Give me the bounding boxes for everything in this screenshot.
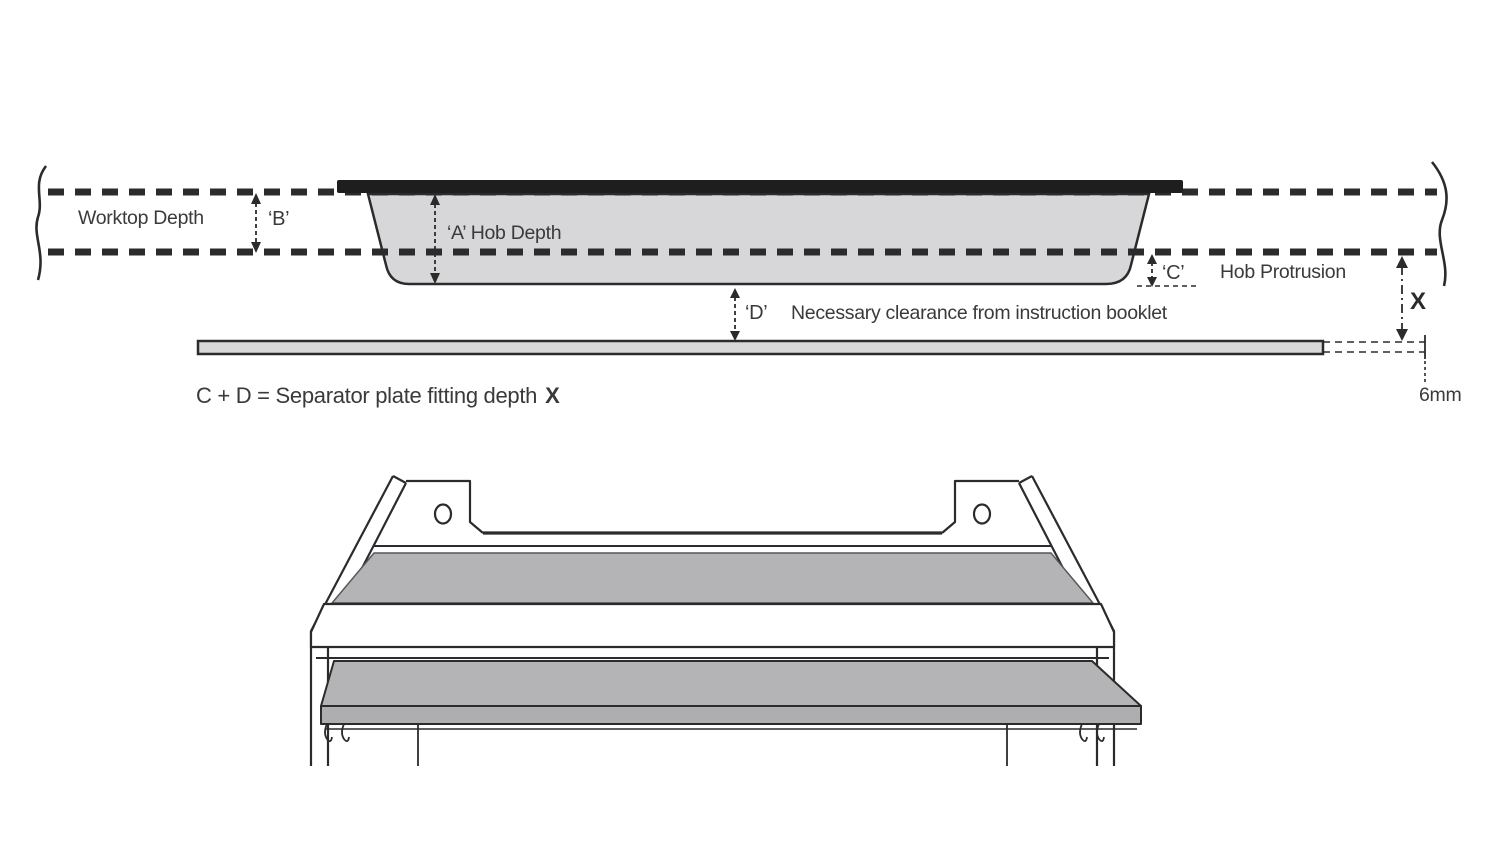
left-break-mark <box>35 165 48 281</box>
separator-plate-section <box>196 339 1325 356</box>
clearance-label: Necessary clearance from instruction boo… <box>791 302 1168 324</box>
shelf-peg-left-inner <box>341 723 350 742</box>
dimension-a-arrow <box>430 194 440 284</box>
dimension-x-arrow <box>1396 256 1408 341</box>
dim-x-label: X <box>1410 288 1426 315</box>
dimension-b-arrow <box>251 193 261 253</box>
worktop-depth-label: Worktop Depth <box>78 207 204 229</box>
shelf-peg-right-inner <box>1079 723 1088 742</box>
shelf-peg-right-outer <box>1096 723 1105 742</box>
right-break-mark <box>1430 161 1448 287</box>
dimension-c-arrow <box>1147 254 1157 287</box>
cabinet-front-rail <box>309 602 1116 649</box>
dim-b-label: ‘B’ <box>268 208 289 230</box>
dim-c-label: ‘C’ <box>1162 262 1184 284</box>
separator-plate-front-face <box>320 705 1142 725</box>
dimension-d-arrow <box>730 288 740 341</box>
cabinet-drawing <box>309 475 1142 766</box>
dim-a-label: ‘A’ Hob Depth <box>447 222 561 244</box>
separator-plate-top-surface <box>320 660 1142 707</box>
cabinet-left-bracket <box>406 479 484 534</box>
shelf-peg-left-outer <box>324 723 333 742</box>
hob-protrusion-label: Hob Protrusion <box>1220 261 1346 283</box>
plate-thickness-label: 6mm <box>1419 384 1461 406</box>
hob-body <box>366 192 1151 286</box>
hob-top-plate <box>337 180 1183 193</box>
right-bracket-hole <box>972 503 992 525</box>
hob-cross-section-diagram: Worktop Depth ‘B’ ‘A’ Hob Depth ‘C’ Hob … <box>35 161 1462 408</box>
left-bracket-hole <box>433 503 453 525</box>
cabinet-floor-panel <box>331 552 1094 604</box>
dim-d-label: ‘D’ <box>745 302 767 324</box>
cabinet-right-bracket <box>941 479 1019 534</box>
